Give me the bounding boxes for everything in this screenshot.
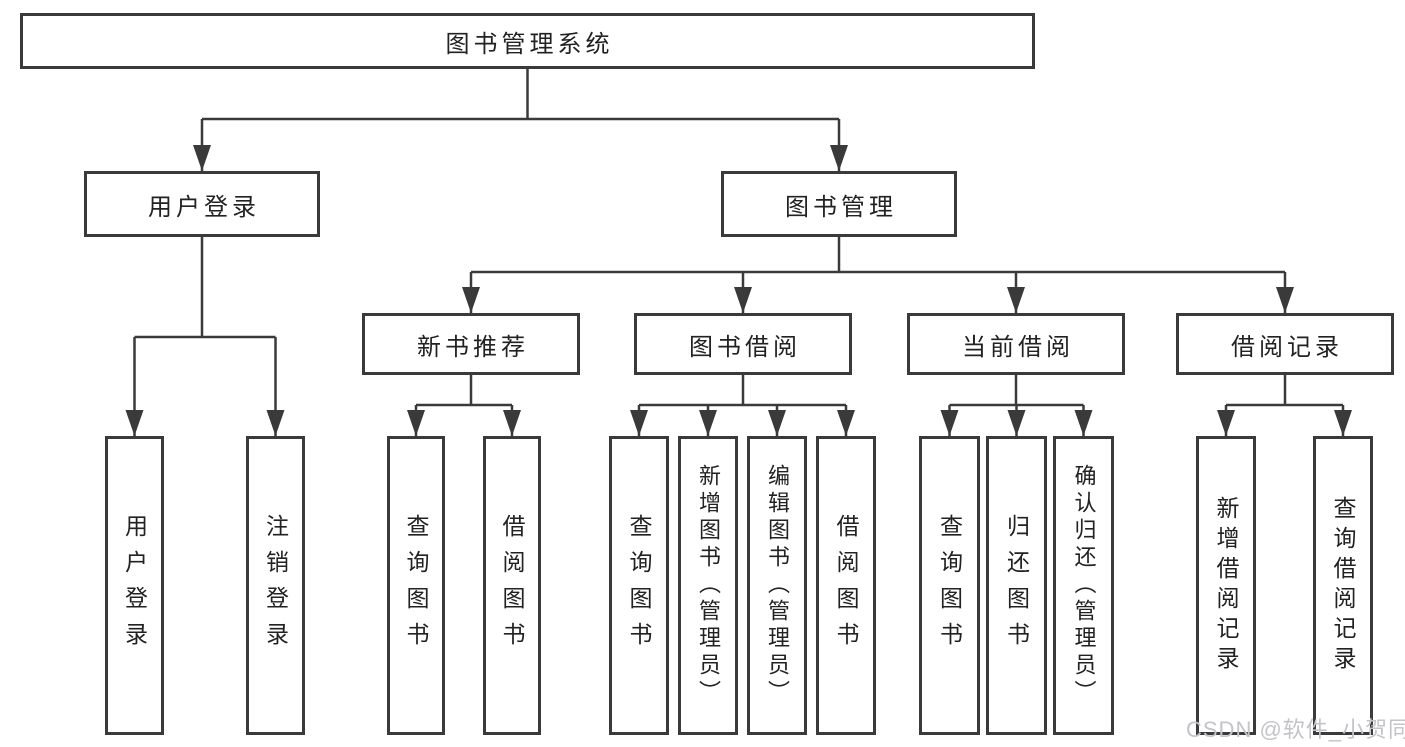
leaf-nbr-borrow-books: 借阅图书 [483, 436, 541, 735]
leaf-bb-query-books: 查询图书 [609, 436, 669, 735]
leaf-cb-return-books: 归还图书 [986, 436, 1047, 735]
leaf-bb-edit-books-admin: 编辑图书（管理员） [747, 436, 807, 735]
leaf-cb-return-books-label: 归还图书 [1003, 513, 1030, 658]
csdn-watermark: CSDN @软件_小贺同学 [1186, 717, 1405, 742]
leaf-user-login-label: 用户登录 [121, 513, 148, 658]
node-new-book-recommendation-label: 新书推荐 [417, 333, 529, 361]
node-book-borrowing: 图书借阅 [634, 313, 852, 375]
leaf-cb-confirm-return-admin-label: 确认归还（管理员） [1071, 464, 1097, 707]
leaf-br-query-record: 查询借阅记录 [1313, 436, 1373, 735]
leaf-nbr-query-books: 查询图书 [387, 436, 445, 735]
leaf-cb-confirm-return-admin: 确认归还（管理员） [1053, 436, 1114, 735]
node-book-management: 图书管理 [721, 171, 957, 237]
leaf-bb-edit-books-admin-label: 编辑图书（管理员） [765, 464, 790, 707]
node-borrowing-records-label: 借阅记录 [1231, 333, 1343, 361]
leaf-br-add-record: 新增借阅记录 [1196, 436, 1256, 735]
leaf-cb-query-books: 查询图书 [919, 436, 980, 735]
node-root-label: 图书管理系统 [445, 30, 614, 58]
leaf-logout: 注销登录 [246, 436, 305, 735]
node-user-login-label: 用户登录 [148, 193, 260, 221]
node-current-borrowing-label: 当前借阅 [962, 333, 1074, 361]
node-new-book-recommendation: 新书推荐 [362, 313, 580, 375]
node-book-management-label: 图书管理 [785, 193, 897, 221]
leaf-nbr-borrow-books-label: 借阅图书 [499, 513, 525, 658]
leaf-bb-borrow-books: 借阅图书 [816, 436, 876, 735]
node-book-borrowing-label: 图书借阅 [689, 333, 801, 361]
leaf-bb-query-books-label: 查询图书 [626, 513, 652, 658]
node-current-borrowing: 当前借阅 [907, 313, 1125, 375]
leaf-user-login: 用户登录 [105, 436, 164, 735]
leaf-br-query-record-label: 查询借阅记录 [1330, 495, 1356, 676]
node-root-library-management-system: 图书管理系统 [20, 13, 1035, 69]
leaf-bb-add-books-admin: 新增图书（管理员） [678, 436, 738, 735]
leaf-nbr-query-books-label: 查询图书 [403, 513, 429, 658]
node-borrowing-records: 借阅记录 [1176, 313, 1394, 375]
leaf-br-add-record-label: 新增借阅记录 [1213, 495, 1239, 676]
leaf-bb-add-books-admin-label: 新增图书（管理员） [696, 464, 721, 707]
node-user-login: 用户登录 [84, 171, 320, 237]
leaf-bb-borrow-books-label: 借阅图书 [833, 513, 859, 658]
leaf-cb-query-books-label: 查询图书 [936, 513, 963, 658]
leaf-logout-label: 注销登录 [262, 513, 289, 658]
